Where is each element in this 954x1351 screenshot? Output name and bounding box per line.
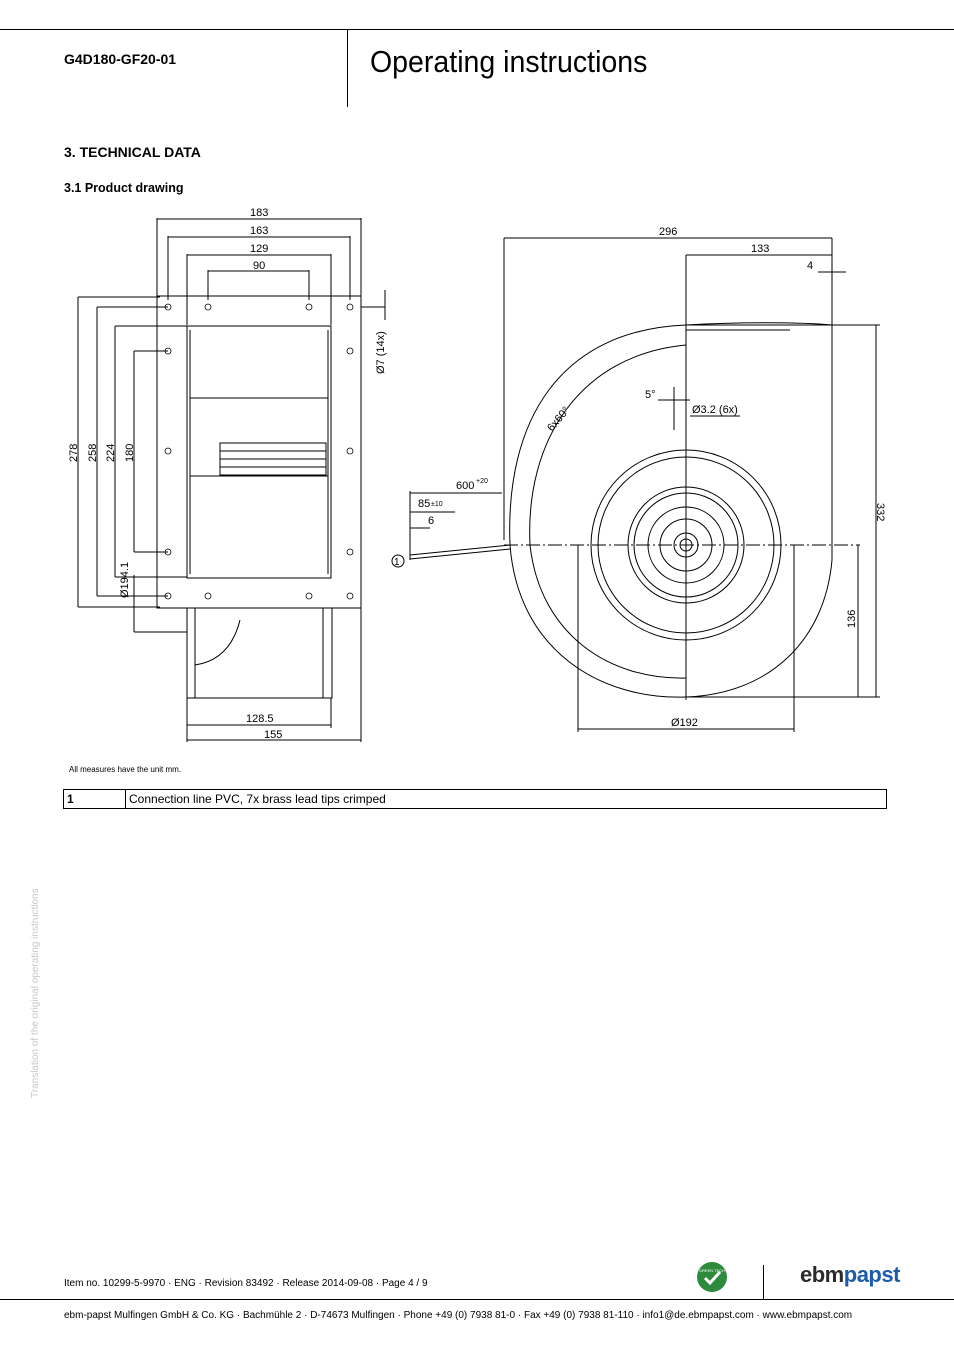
dim-strip-85-tol: ±10 (431, 501, 443, 508)
dim-width-183: 183 (250, 207, 268, 219)
dim-holes-side: Ø3.2 (6x) (692, 404, 738, 416)
dim-width-128-5: 128.5 (246, 713, 274, 725)
legend-number: 1 (63, 789, 126, 809)
header-top-rule (0, 29, 954, 30)
svg-text:GREEN TECH: GREEN TECH (699, 1268, 725, 1273)
dim-width-155: 155 (264, 729, 282, 741)
dim-height-278: 278 (68, 444, 80, 462)
dim-offset-4: 4 (807, 260, 813, 272)
dim-width-129: 129 (250, 243, 268, 255)
dim-height-136: 136 (846, 610, 858, 628)
green-tech-badge-icon: GREEN TECH (697, 1262, 727, 1292)
subsection-title: 3.1 Product drawing (64, 181, 184, 195)
dim-width-163: 163 (250, 225, 268, 237)
dim-width-90: 90 (253, 260, 265, 272)
legend-text: Connection line PVC, 7x brass lead tips … (125, 789, 887, 809)
header-divider (347, 29, 348, 107)
dim-height-224: 224 (105, 444, 117, 462)
front-view (77, 218, 386, 742)
dim-lead-600: 600 (456, 480, 474, 492)
brand-logo: ebmpapst (800, 1262, 900, 1287)
dim-height-332: 332 (874, 503, 886, 521)
dim-strip-85: 85 (418, 498, 430, 510)
dim-diameter-192: Ø192 (671, 717, 698, 729)
footer-brand-divider (763, 1265, 764, 1300)
footer-company: ebm-papst Mulfingen GmbH & Co. KG · Bach… (64, 1310, 853, 1321)
dim-width-296: 296 (659, 226, 677, 238)
callout-1: 1 (394, 557, 400, 568)
product-drawing: 183 163 129 90 278 258 224 180 Ø194.1 Ø7… (68, 207, 886, 742)
footer-rule (0, 1299, 954, 1300)
dim-width-133: 133 (751, 243, 769, 255)
document-title: Operating instructions (370, 44, 648, 79)
dim-lead-600-tol: +20 (476, 478, 488, 485)
footer-meta: Item no. 10299-5-9970 · ENG · Revision 8… (64, 1278, 428, 1289)
model-number: G4D180-GF20-01 (64, 51, 177, 67)
dim-angle-6x60: 6x60° (545, 405, 572, 434)
side-view (391, 237, 880, 732)
dim-height-258: 258 (87, 444, 99, 462)
dim-height-180: 180 (124, 444, 136, 462)
legend-table: 1 Connection line PVC, 7x brass lead tip… (63, 789, 887, 809)
legend-row: 1 Connection line PVC, 7x brass lead tip… (63, 789, 887, 809)
units-note: All measures have the unit mm. (69, 765, 182, 774)
dim-angle-5: 5° (645, 389, 656, 401)
translation-note: Translation of the original operating in… (30, 888, 41, 1098)
section-title: 3. TECHNICAL DATA (64, 144, 201, 160)
dim-diameter-194: Ø194.1 (119, 562, 131, 598)
dim-holes-front: Ø7 (14x) (375, 331, 387, 374)
dim-tip-6: 6 (428, 515, 434, 527)
